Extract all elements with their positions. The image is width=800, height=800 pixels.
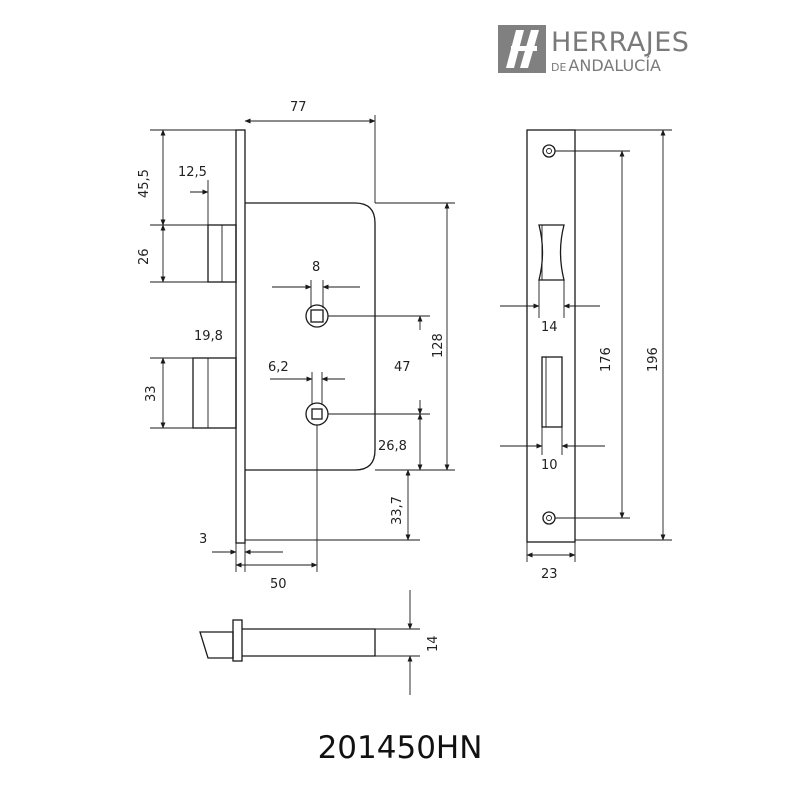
- product-code: 201450HN: [318, 730, 483, 766]
- dim-hole-distance: 176: [599, 347, 614, 372]
- dim-plate-width: 23: [541, 567, 558, 582]
- bolt-opening: [541, 356, 563, 428]
- dim-faceplate-top: 45,5: [137, 169, 152, 198]
- dim-plate-bolt-width: 10: [541, 458, 558, 473]
- faceplate: [235, 129, 246, 544]
- dim-centre-distance: 47: [394, 360, 411, 375]
- dim-plate-latch-width: 14: [541, 320, 558, 335]
- dim-body-height: 128: [431, 333, 446, 358]
- lock-profile-view: 14: [199, 590, 441, 695]
- dim-key-width: 6,2: [268, 360, 289, 375]
- latch-opening: [538, 224, 565, 281]
- dim-latch-offset: 12,5: [178, 165, 207, 180]
- dim-faceplate-thickness: 3: [199, 532, 207, 547]
- dim-body-width: 77: [290, 100, 307, 115]
- faceplate-front: [526, 129, 576, 543]
- dim-bolt-profile: 14: [426, 635, 441, 652]
- brand-logo-mark-icon: [498, 25, 546, 73]
- cylinder-hub: [305, 402, 329, 426]
- dim-backset: 50: [270, 577, 287, 592]
- dim-latch-height: 26: [137, 248, 152, 265]
- dim-bolt-height: 33: [144, 385, 159, 402]
- lock-body: [245, 202, 376, 471]
- profile-latch: [199, 631, 234, 659]
- screw-hole-bottom-icon: [542, 511, 556, 525]
- profile-faceplate: [232, 619, 243, 662]
- spindle-hub: [305, 304, 329, 328]
- dead-bolt: [192, 357, 237, 429]
- screw-hole-top-icon: [542, 144, 556, 158]
- brand-name: HERRAJES: [551, 27, 689, 58]
- dim-spindle-size: 8: [312, 260, 320, 275]
- brand-subtitle-name: ANDALUCÍA: [568, 56, 661, 75]
- dim-key-to-bottom: 26,8: [378, 439, 407, 454]
- profile-body: [242, 628, 376, 657]
- brand-subtitle-prefix: DE: [551, 61, 566, 74]
- lock-side-view: 77 45,5 26 12,5 19,8 33 8 6,2: [137, 100, 455, 592]
- dim-bottom-to-body: 33,7: [390, 496, 405, 525]
- faceplate-front-view: 14 10 176 196 23: [500, 129, 672, 582]
- dim-bolt-offset: 19,8: [194, 329, 223, 344]
- dim-plate-length: 196: [646, 347, 661, 372]
